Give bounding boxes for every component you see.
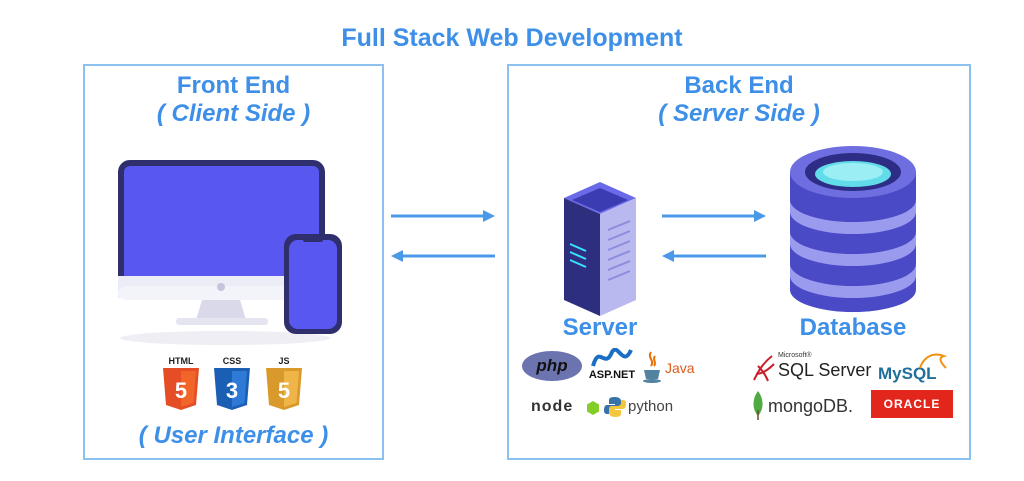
server-to-db-arrow bbox=[662, 210, 766, 222]
java-logo: Java bbox=[641, 350, 695, 384]
mongodb-logo: mongoDB. bbox=[750, 390, 865, 420]
front-end-panel bbox=[83, 64, 384, 460]
php-logo: php bbox=[522, 351, 582, 381]
oracle-logo: ORACLE bbox=[871, 390, 953, 418]
svg-text:5: 5 bbox=[175, 378, 187, 403]
js-icon: 5 bbox=[266, 368, 302, 410]
sqlserver-logo: Microsoft® SQL Server bbox=[752, 352, 871, 384]
response-arrow bbox=[391, 250, 495, 262]
request-arrow bbox=[391, 210, 495, 222]
database-label: Database bbox=[799, 314, 907, 341]
back-end-heading: Back End bbox=[684, 72, 794, 99]
mongodb-leaf-icon bbox=[753, 391, 763, 420]
html5-icon: 5 bbox=[163, 368, 199, 410]
front-end-heading: Front End bbox=[176, 72, 291, 99]
aspnet-icon bbox=[591, 348, 633, 367]
js-logo: JS 5 bbox=[264, 356, 304, 412]
sqlserver-icon bbox=[753, 355, 775, 382]
nodejs-logo: node bbox=[531, 396, 601, 420]
css3-icon: 3 bbox=[214, 368, 250, 410]
front-end-subheading: ( Client Side ) bbox=[156, 100, 311, 127]
python-icon bbox=[604, 397, 626, 417]
nodejs-hex-icon bbox=[587, 401, 599, 415]
page-title: Full Stack Web Development bbox=[341, 24, 683, 52]
server-illustration bbox=[564, 182, 636, 316]
aspnet-logo: ASP.NET bbox=[587, 348, 637, 384]
html5-logo: HTML 5 bbox=[161, 356, 201, 412]
mysql-logo: MySQL bbox=[878, 352, 950, 384]
back-end-panel bbox=[507, 64, 971, 460]
user-interface-label: ( User Interface ) bbox=[138, 422, 329, 449]
mysql-dolphin-icon bbox=[919, 353, 948, 369]
python-logo: python bbox=[604, 394, 684, 420]
back-end-subheading: ( Server Side ) bbox=[658, 100, 820, 127]
database-illustration bbox=[790, 146, 916, 312]
svg-text:3: 3 bbox=[226, 378, 238, 403]
server-label: Server bbox=[562, 314, 638, 341]
svg-text:5: 5 bbox=[278, 378, 290, 403]
css3-logo: CSS 3 bbox=[212, 356, 252, 412]
computer-illustration bbox=[118, 160, 342, 345]
db-to-server-arrow bbox=[662, 250, 766, 262]
java-cup-icon bbox=[643, 351, 661, 383]
